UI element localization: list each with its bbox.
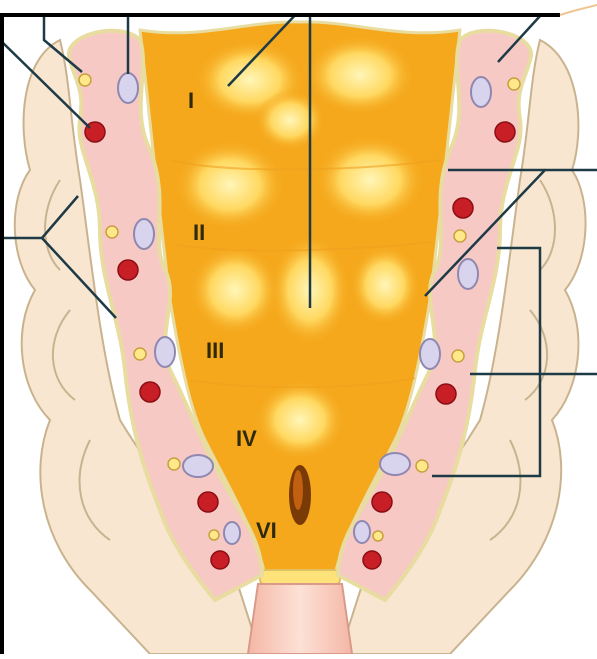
artery-dot bbox=[211, 551, 229, 569]
nerve-dot bbox=[209, 530, 219, 540]
nerve-dot bbox=[452, 350, 464, 362]
nerve-dot bbox=[454, 230, 466, 242]
vein-oval bbox=[458, 259, 478, 289]
nerve-dot bbox=[168, 458, 180, 470]
lower-tube bbox=[248, 570, 352, 654]
vein-oval bbox=[155, 337, 175, 367]
artery-dot bbox=[118, 260, 138, 280]
vein-oval bbox=[354, 521, 370, 543]
artery-dot bbox=[495, 122, 515, 142]
nerve-dot bbox=[508, 78, 520, 90]
label-segment-2: II bbox=[193, 220, 205, 245]
label-segment-6: VI bbox=[256, 518, 277, 543]
artery-dot bbox=[198, 492, 218, 512]
nerve-dot bbox=[79, 74, 91, 86]
artery-dot bbox=[453, 198, 473, 218]
label-segment-4: IV bbox=[236, 426, 257, 451]
nerve-dot bbox=[134, 348, 146, 360]
vein-oval bbox=[380, 453, 410, 475]
vein-oval bbox=[471, 77, 491, 107]
vein-oval bbox=[118, 73, 138, 103]
nerve-dot bbox=[106, 226, 118, 238]
artery-dot bbox=[436, 384, 456, 404]
label-segment-3: III bbox=[206, 338, 224, 363]
vein-oval bbox=[224, 522, 240, 544]
nerve-dot bbox=[373, 531, 383, 541]
vein-oval bbox=[134, 219, 154, 249]
vein-oval bbox=[420, 339, 440, 369]
nerve-dot bbox=[416, 460, 428, 472]
artery-dot bbox=[372, 492, 392, 512]
artery-dot bbox=[363, 551, 381, 569]
label-segment-1: I bbox=[188, 88, 194, 113]
artery-dot bbox=[140, 382, 160, 402]
vein-oval bbox=[183, 455, 213, 477]
